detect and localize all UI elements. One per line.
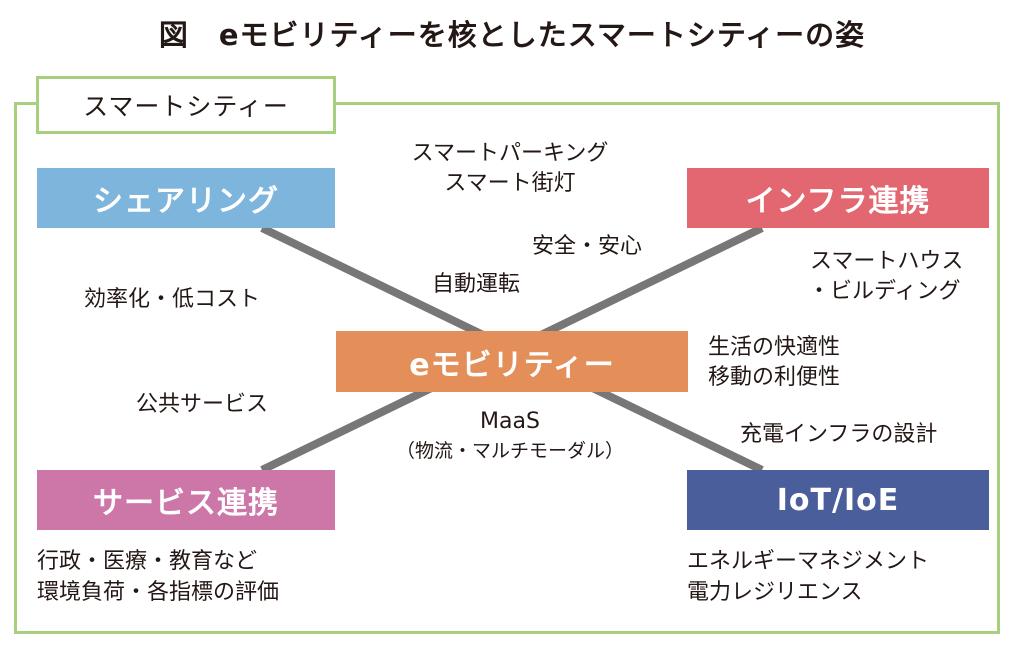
- node-infra: インフラ連携: [687, 168, 989, 228]
- label-comfort: 生活の快適性: [708, 335, 841, 360]
- label-safety: 安全・安心: [532, 234, 643, 259]
- label-efficiency: 効率化・低コスト: [84, 287, 261, 312]
- node-iot: IoT/IoE: [687, 470, 989, 530]
- label-parking: スマートパーキング: [411, 141, 609, 166]
- label-gov-line2: 環境負荷・各指標の評価: [37, 580, 280, 605]
- label-maas: MaaS: [480, 409, 540, 434]
- label-charging: 充電インフラの設計: [740, 422, 938, 447]
- diagram-title: 図 eモビリティーを核としたスマートシティーの姿: [158, 18, 866, 52]
- label-streetlight: スマート街灯: [444, 171, 576, 196]
- node-sharing: シェアリング: [37, 168, 335, 228]
- label-smarthouse: スマートハウス: [810, 249, 964, 274]
- label-maas-detail: （物流・マルチモーダル）: [395, 440, 624, 462]
- label-energy-line1: エネルギーマネジメント: [687, 549, 930, 574]
- label-building: ・ビルディング: [808, 279, 961, 304]
- smart-city-frame: [14, 102, 1000, 634]
- node-service: サービス連携: [37, 470, 335, 530]
- label-energy-line2: 電力レジリエンス: [687, 580, 863, 605]
- label-public: 公共サービス: [136, 392, 269, 417]
- frame-label: スマートシティー: [36, 76, 336, 134]
- label-autodrive: 自動運転: [432, 272, 521, 297]
- node-emobility: eモビリティー: [336, 331, 688, 392]
- label-mobility: 移動の利便性: [708, 365, 841, 390]
- label-gov-line1: 行政・医療・教育など: [37, 549, 258, 574]
